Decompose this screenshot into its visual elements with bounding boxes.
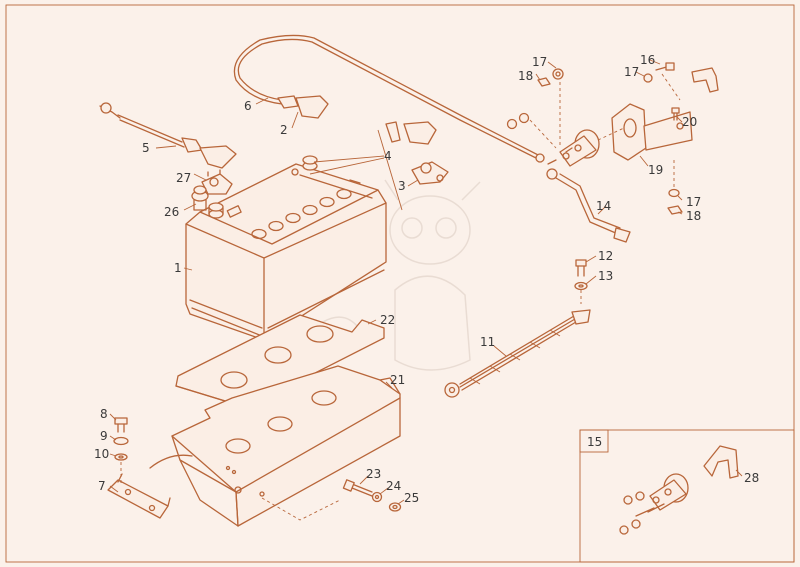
terminal-clamp-27: [201, 169, 233, 195]
callout-1: 1: [174, 261, 182, 275]
battery: [185, 155, 387, 341]
callout-19: 19: [648, 163, 663, 177]
terminal-clamp-3: [385, 121, 449, 185]
callout-17-right: 17: [686, 195, 701, 209]
callout-28: 28: [744, 471, 759, 485]
callout-23: 23: [366, 467, 381, 481]
inset-frame: [579, 429, 795, 563]
callout-5: 5: [142, 141, 150, 155]
callout-7: 7: [98, 479, 106, 493]
callout-14: 14: [596, 199, 611, 213]
callout-6: 6: [244, 99, 252, 113]
leader-lines: [109, 59, 743, 505]
callout-20: 20: [682, 115, 697, 129]
callout-13: 13: [598, 269, 613, 283]
positive-cable: [233, 34, 545, 163]
terminal-clamp-26: [191, 185, 209, 211]
nuts-washers-17-18-right: [667, 160, 683, 215]
callout-27: 27: [176, 171, 191, 185]
callout-22: 22: [380, 313, 395, 327]
callout-labels: 1 2 3 4 5 6 7 8 9 10 11 12 13 14 15 16 1…: [94, 53, 759, 505]
callout-8: 8: [100, 407, 108, 421]
callout-24: 24: [386, 479, 401, 493]
callout-25: 25: [404, 491, 419, 505]
bolt-washers-8-9-10: [113, 417, 129, 486]
callout-21: 21: [390, 373, 405, 387]
outer-frame: [5, 4, 795, 563]
battery-switch: [547, 82, 600, 167]
switch-cable: [546, 168, 631, 243]
callout-12: 12: [598, 249, 613, 263]
screw-20: [671, 107, 680, 121]
callout-9: 9: [100, 429, 108, 443]
negative-cable: [99, 102, 237, 169]
callout-15: 15: [587, 435, 602, 449]
ground-strap: [444, 309, 591, 398]
leader-4: [309, 129, 403, 211]
inset-detail: [579, 429, 795, 563]
callout-18-right: 18: [686, 209, 701, 223]
switch-bracket: [597, 103, 693, 161]
callout-2: 2: [280, 123, 288, 137]
callout-3: 3: [398, 179, 406, 193]
callout-18-left: 18: [518, 69, 533, 83]
screw-12-washer-13: [574, 259, 588, 304]
callout-17-top: 17: [624, 65, 639, 79]
mounting-bracket: [107, 473, 171, 519]
nuts-washers-17-18-left: [506, 68, 564, 149]
callout-11: 11: [480, 335, 495, 349]
callout-4: 4: [384, 149, 392, 163]
bolt-washers-23-24-25: [342, 479, 402, 512]
callout-17-left: 17: [532, 55, 547, 69]
screw-16-nut-17-key: [643, 62, 719, 101]
battery-box: [149, 365, 401, 527]
callout-16: 16: [640, 53, 655, 67]
callout-10: 10: [94, 447, 109, 461]
callout-26: 26: [164, 205, 179, 219]
